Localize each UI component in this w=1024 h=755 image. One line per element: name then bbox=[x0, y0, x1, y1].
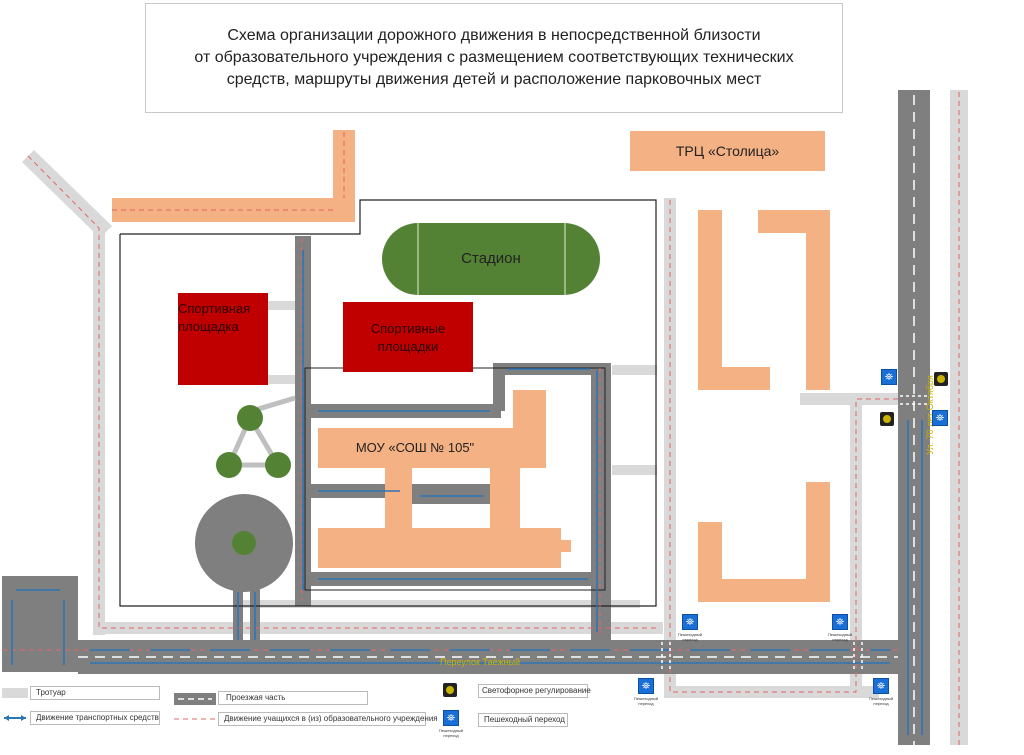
road-parking-left bbox=[2, 576, 78, 672]
label-school: МОУ «СОШ № 105" bbox=[355, 440, 475, 455]
legend-swatches bbox=[2, 688, 216, 721]
school-tower bbox=[513, 390, 546, 468]
road-parking-stub bbox=[412, 484, 490, 504]
stadium bbox=[382, 223, 600, 295]
playground bbox=[216, 395, 296, 478]
legend-crossing-sign-caption: Пешеходный переход bbox=[438, 728, 464, 738]
legend-label-traffic-light: Светофорное регулирование bbox=[482, 686, 591, 695]
legend-label-vehicle-flow: Движение транспортных средств bbox=[36, 713, 159, 722]
building-nw-tall bbox=[333, 130, 355, 220]
legend-item-vehicle-flow bbox=[30, 711, 160, 725]
building-east-1a bbox=[698, 210, 722, 390]
legend-item-traffic-light bbox=[478, 684, 588, 698]
building-mall bbox=[630, 131, 825, 171]
school-wing-top bbox=[318, 428, 546, 468]
crossing-sign-icon: ⛯ bbox=[873, 678, 889, 694]
crossing-sign-icon: ⛯ bbox=[932, 410, 948, 426]
crossing-sign-icon: ⛯ bbox=[682, 614, 698, 630]
building-east-1b bbox=[698, 367, 770, 390]
roads bbox=[2, 90, 930, 745]
legend-label-crossing: Пешеходный переход bbox=[484, 715, 565, 724]
road-internal-east bbox=[591, 363, 611, 641]
school-link-left bbox=[385, 468, 412, 528]
sidewalk-left-vertical bbox=[93, 225, 105, 635]
legend-label-carriageway: Проезжая часть bbox=[226, 693, 286, 702]
label-sport-area-2: Спортивные площадки bbox=[370, 321, 446, 354]
sidewalk-sport-1b bbox=[268, 375, 295, 384]
zebra-crossings bbox=[661, 395, 928, 672]
school-annex bbox=[561, 540, 571, 552]
building-east-2b bbox=[806, 210, 830, 390]
crossing-sign-icon: ⛯ bbox=[832, 614, 848, 630]
sidewalk-bottom-right bbox=[664, 686, 879, 698]
crossing-sign-icon: ⛯ bbox=[638, 678, 654, 694]
legend-traffic-light-icon bbox=[443, 683, 457, 697]
legend-label-sidewalk: Тротуар bbox=[36, 688, 66, 697]
legend-crossing-sign-icon: ⛯ bbox=[443, 710, 459, 726]
roundabout-center bbox=[232, 531, 256, 555]
sport-area-1 bbox=[178, 293, 268, 385]
building-east-3b bbox=[698, 579, 830, 602]
label-sport-area-1: Спортивная площадка bbox=[178, 301, 251, 334]
crossing-sign-caption: Пешеходный переход bbox=[868, 696, 894, 706]
traffic-light-icon bbox=[880, 412, 894, 426]
legend-item-student-flow bbox=[218, 712, 426, 726]
sidewalk-east-b bbox=[612, 465, 657, 475]
building-east-3c bbox=[806, 482, 830, 602]
student-paths bbox=[2, 92, 960, 745]
crossing-sign-caption: Пешеходный переход bbox=[827, 632, 853, 642]
road-internal-loop-left bbox=[493, 363, 505, 411]
title-line-2: от образовательного учреждения с размеще… bbox=[194, 49, 794, 66]
sidewalk-east-a bbox=[612, 365, 657, 375]
sport-area-2 bbox=[343, 302, 473, 372]
label-stadium: Стадион bbox=[461, 250, 521, 267]
sidewalk-sport-1a bbox=[268, 301, 295, 310]
sidewalk-diagonal-nw bbox=[22, 150, 112, 238]
legend-item-carriageway bbox=[218, 691, 368, 705]
label-street-bottom: Переулок Таёжный bbox=[440, 657, 521, 667]
school-wing-bottom bbox=[318, 528, 561, 568]
label-mall: ТРЦ «Столица» bbox=[675, 143, 780, 159]
school-fence bbox=[119, 199, 657, 607]
traffic-light-icon bbox=[934, 372, 948, 386]
legend-label-student-flow: Движение учащихся в (из) образовательног… bbox=[224, 714, 438, 723]
school-link-right bbox=[490, 468, 520, 528]
crossing-sign-caption: Пешеходный переход bbox=[677, 632, 703, 642]
sidewalk-bottom-inner bbox=[240, 600, 640, 608]
title-line-3: средств, маршруты движения детей и распо… bbox=[226, 71, 762, 88]
legend-item-crossing bbox=[478, 713, 568, 727]
sidewalk-right-connector bbox=[800, 393, 900, 405]
lane-markings bbox=[78, 95, 915, 745]
crossing-sign-icon: ⛯ bbox=[881, 369, 897, 385]
diagram-title: Схема организации дорожного движения в н… bbox=[145, 3, 843, 113]
vehicle-arrows bbox=[11, 250, 923, 735]
title-line-1: Схема организации дорожного движения в н… bbox=[227, 27, 761, 44]
legend-item-sidewalk bbox=[30, 686, 160, 700]
crossing-sign-caption: Пешеходный переход bbox=[633, 696, 659, 706]
